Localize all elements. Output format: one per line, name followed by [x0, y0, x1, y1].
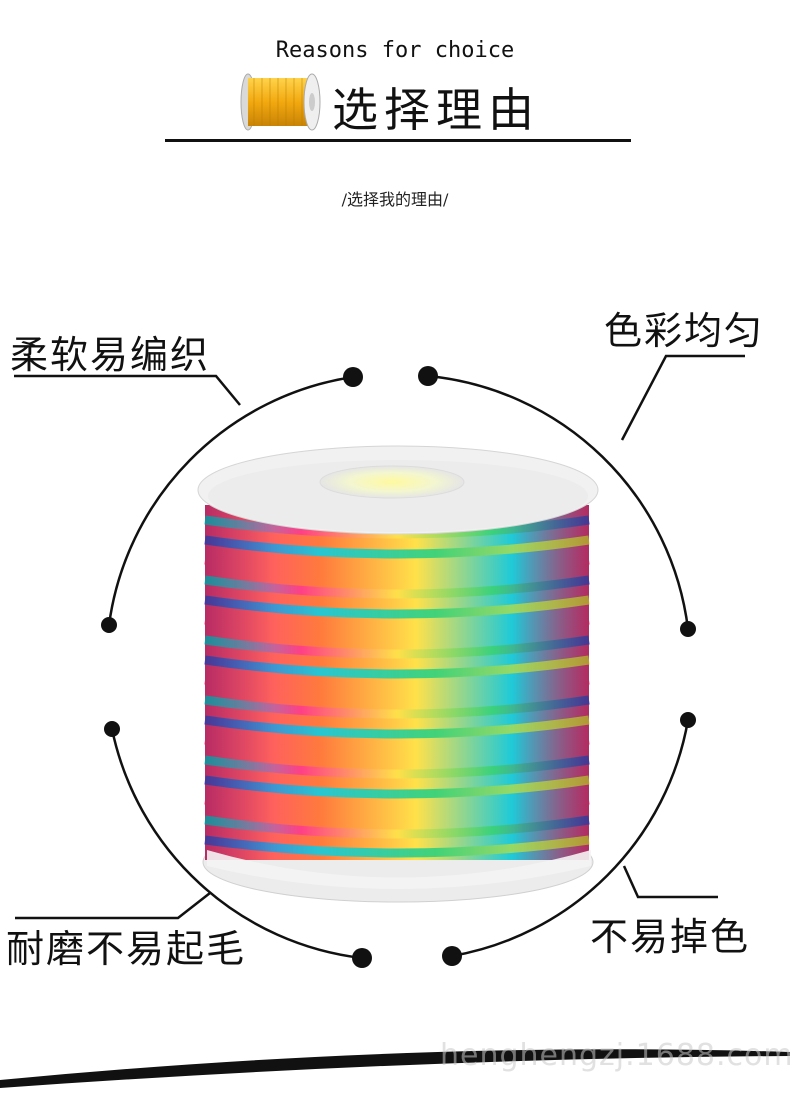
- title-chinese: 选择理由: [332, 83, 540, 137]
- title-english: Reasons for choice: [275, 38, 515, 63]
- dot-bottom-right: [442, 946, 462, 966]
- dot-top-left: [343, 367, 363, 387]
- label-connectors: [14, 354, 745, 920]
- dot-top-right: [418, 366, 438, 386]
- connector-top-right: [620, 354, 745, 441]
- dot-right-lower: [680, 712, 696, 728]
- arc-bottom-right: [451, 719, 690, 958]
- bottom-brush-stroke: [0, 1049, 790, 1088]
- connector-bottom-left: [15, 892, 211, 920]
- dot-left-lower: [104, 721, 120, 737]
- arc-bottom-left: [110, 728, 363, 960]
- arc-top-right: [427, 374, 690, 630]
- title-underline: [165, 139, 631, 142]
- dot-right-upper: [680, 621, 696, 637]
- dot-left-upper: [101, 617, 117, 633]
- feature-wear-resistant: 耐磨不易起毛: [6, 927, 247, 971]
- watermark: henghengzj.1688.com: [440, 1038, 790, 1073]
- rainbow-spool: [197, 445, 599, 903]
- feature-even-color: 色彩均匀: [604, 309, 765, 353]
- feature-colorfast: 不易掉色: [590, 915, 751, 959]
- dot-bottom-left: [352, 948, 372, 968]
- feature-soft-easy-braid: 柔软易编织: [10, 333, 211, 377]
- arc-dots: [101, 366, 696, 968]
- connector-top-left: [14, 374, 241, 406]
- circle-arcs: [107, 374, 690, 960]
- subtitle: /选择我的理由/: [341, 190, 449, 209]
- arc-top-left: [107, 375, 354, 626]
- gold-spool-icon: [240, 73, 321, 131]
- connector-bottom-right: [622, 865, 718, 899]
